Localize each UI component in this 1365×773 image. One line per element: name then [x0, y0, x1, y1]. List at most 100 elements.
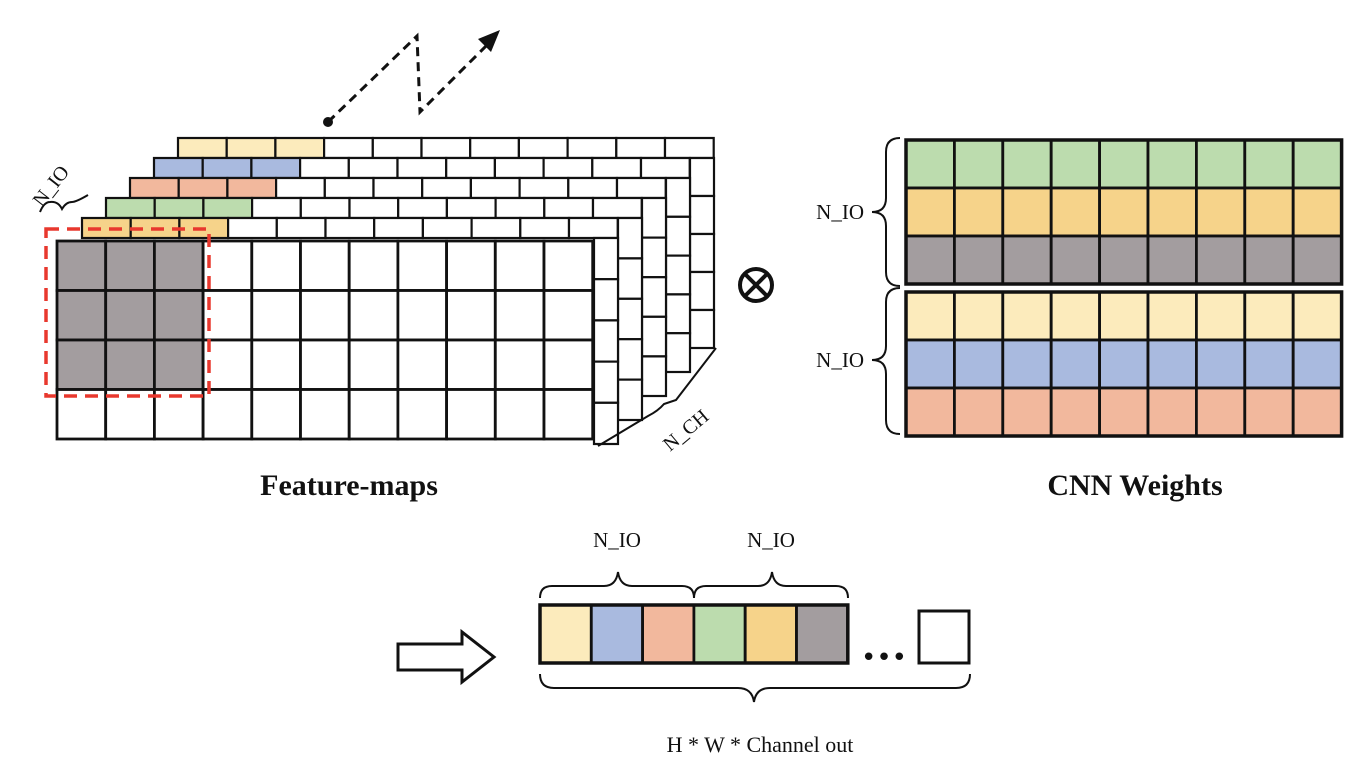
feature-map-cell — [663, 136, 715, 160]
weight-cell — [904, 290, 956, 342]
weight-cell — [1195, 138, 1247, 190]
feature-map-side-cell — [688, 156, 716, 198]
feature-map-front-cell — [55, 239, 108, 292]
feature-map-cell — [251, 196, 302, 220]
weight-cell — [1243, 338, 1295, 390]
weight-cell — [953, 138, 1005, 190]
n-ch-brace — [597, 347, 717, 447]
weight-cell — [953, 386, 1005, 438]
n-io-brace-feature-maps — [39, 194, 89, 213]
feature-map-cell — [567, 176, 619, 200]
feature-map-cell — [469, 176, 521, 200]
feature-map-front-cell — [55, 289, 108, 342]
weight-cell — [904, 386, 956, 438]
feature-map-cell — [494, 196, 546, 220]
feature-map-cell — [250, 156, 302, 180]
weight-cell — [953, 338, 1005, 390]
n-io-label-output-1: N_IO — [593, 528, 641, 552]
kernel-window — [44, 227, 211, 398]
feature-map-cell — [348, 196, 400, 220]
weight-cell — [1243, 186, 1295, 238]
weight-cell — [1001, 386, 1053, 438]
weight-cell — [1243, 386, 1295, 438]
feature-map-side-cell — [688, 232, 716, 274]
feature-map-side-cell — [592, 360, 620, 404]
weight-cell — [1001, 338, 1053, 390]
feature-map-cell — [371, 136, 423, 160]
feature-map-cell — [470, 216, 522, 240]
weight-cell — [1098, 138, 1150, 190]
feature-map-side-cell — [640, 355, 668, 398]
feature-map-front-cell — [299, 239, 351, 292]
weight-cell — [1243, 138, 1295, 190]
feature-map-front-cell — [493, 239, 546, 292]
feature-map-cell — [226, 176, 278, 200]
feature-map-front-cell — [201, 338, 254, 391]
output-last-cell — [917, 609, 971, 665]
weight-cell — [1291, 234, 1343, 286]
weight-cell — [1098, 338, 1150, 390]
output-caption: H * W * Channel out — [667, 732, 854, 757]
n-io-label-weights-1: N_IO — [816, 200, 864, 224]
feature-map-cell — [275, 176, 326, 200]
n-ch-label: N_CH — [659, 405, 713, 455]
feature-map-layer-1 — [176, 136, 716, 350]
feature-map-front-cell — [152, 289, 205, 342]
feature-map-cell — [591, 156, 643, 180]
feature-map-front-cell — [299, 289, 351, 342]
feature-map-side-cell — [616, 257, 644, 300]
feature-map-layer-4 — [104, 196, 644, 422]
feature-map-cell — [274, 136, 326, 160]
feature-map-front-cell — [201, 289, 254, 342]
feature-map-side-cell — [616, 297, 644, 341]
feature-map-cell — [275, 216, 327, 240]
feature-map-front-cell — [201, 388, 254, 441]
weight-cell — [1146, 138, 1198, 190]
feature-map-side-cell — [688, 308, 716, 350]
weight-cell — [953, 290, 1005, 342]
output-cell — [743, 603, 798, 665]
feature-map-side-cell — [688, 270, 716, 312]
feature-map-cell — [420, 136, 472, 160]
feature-map-layer-3 — [128, 176, 668, 398]
feature-map-front-cell — [347, 289, 400, 342]
weight-cell — [1001, 290, 1053, 342]
feature-map-front-cell — [250, 338, 302, 391]
feature-map-front-cell — [542, 388, 595, 441]
feature-map-front-cell — [396, 338, 448, 391]
weight-cell — [1098, 290, 1150, 342]
feature-map-cell — [347, 156, 399, 180]
feature-map-front-cell — [396, 388, 448, 441]
feature-maps-stack — [55, 136, 716, 446]
feature-map-side-cell — [640, 315, 668, 358]
weight-cell — [953, 186, 1005, 238]
feature-map-side-cell — [592, 401, 620, 446]
feature-map-front-cell — [396, 239, 448, 292]
weight-cell — [953, 234, 1005, 286]
scan-direction-arrow — [326, 32, 492, 124]
feature-map-cell — [591, 196, 643, 220]
feature-map-front-cell — [250, 289, 302, 342]
weight-cell — [904, 138, 956, 190]
feature-map-cell — [373, 216, 425, 240]
weight-cell — [1098, 386, 1150, 438]
feature-map-cell — [324, 216, 376, 240]
convolution-operator-icon — [738, 267, 774, 303]
weight-cell — [1146, 290, 1198, 342]
feature-map-cell — [225, 136, 277, 160]
feature-map-front-cell — [445, 239, 497, 292]
result-arrow-icon — [396, 628, 497, 686]
feature-map-front-cell — [396, 289, 448, 342]
weight-cell — [1291, 138, 1343, 190]
weight-cell — [1001, 138, 1053, 190]
weight-group-1-border — [904, 138, 1344, 286]
feature-map-cell — [543, 196, 595, 220]
weight-cell — [1049, 338, 1101, 390]
weight-cell — [1098, 186, 1150, 238]
feature-map-cell — [152, 156, 204, 180]
feature-map-side-cell — [640, 236, 668, 279]
weight-cell — [1195, 186, 1247, 238]
feature-map-front-cell — [445, 338, 497, 391]
feature-map-front-cell — [347, 239, 400, 292]
